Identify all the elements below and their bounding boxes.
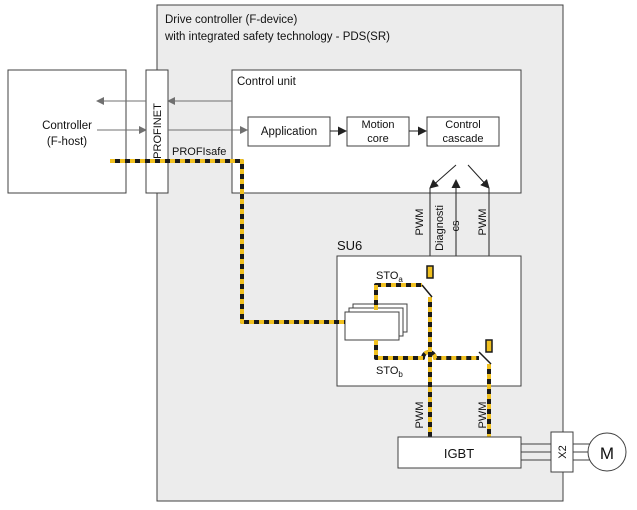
motion-core-label-line2: core xyxy=(367,133,388,145)
safety-path-sto-a-dash xyxy=(374,283,422,310)
controller-box xyxy=(7,69,127,194)
motor-symbol xyxy=(587,432,627,472)
igbt-box xyxy=(397,436,522,469)
application-box xyxy=(247,116,331,147)
igbt-label: IGBT xyxy=(444,446,474,461)
control-cascade-label-line1: Control xyxy=(445,119,480,131)
sto-b-label: STOb xyxy=(376,365,403,379)
sto-a-contact xyxy=(426,265,434,279)
motion-core-box xyxy=(346,116,410,147)
control-unit-title: Control unit xyxy=(237,76,297,88)
drive-title-line2: with integrated safety technology - PDS(… xyxy=(164,31,390,43)
controller-label-line1: Controller xyxy=(42,120,92,132)
pwm-b-label: PWM xyxy=(477,209,489,236)
safety-path-controller-to-su6-dash xyxy=(110,159,345,324)
motion-core-label-line1: Motion xyxy=(361,119,394,131)
motor-label: M xyxy=(600,444,614,463)
pwm-c-label: PWM xyxy=(414,402,426,429)
x2-label: X2 xyxy=(557,445,569,458)
pwm-d-label: PWM xyxy=(477,402,489,429)
sto-a-switch xyxy=(421,284,433,298)
safety-logic-block-front xyxy=(344,311,400,341)
diagnostics-label-line2: cs xyxy=(450,220,462,232)
su6-title: SU6 xyxy=(337,238,362,253)
sto-a-subscript: a xyxy=(398,275,403,284)
safety-path-group xyxy=(110,159,491,437)
sto-a-base: STO xyxy=(376,270,399,282)
control-cascade-label-line2: cascade xyxy=(443,133,484,145)
sto-a-label: STOa xyxy=(376,270,403,284)
control-cascade-box xyxy=(426,116,500,147)
diagnostics-label-line1: Diagnosti xyxy=(434,205,446,251)
profinet-label: PROFINET xyxy=(152,103,164,159)
pwm-a-label: PWM xyxy=(414,209,426,236)
profisafe-label: PROFIsafe xyxy=(172,146,226,158)
application-label: Application xyxy=(261,126,317,138)
arrow-cascade-to-pwm-b xyxy=(467,164,490,189)
sto-b-subscript: b xyxy=(398,370,403,379)
controller-label-line2: (F-host) xyxy=(47,136,87,148)
sto-b-base: STO xyxy=(376,365,399,377)
sto-b-contact xyxy=(485,339,493,353)
drive-title-line1: Drive controller (F-device) xyxy=(165,14,297,26)
arrow-cascade-to-pwm-a xyxy=(429,164,457,189)
x2-connector xyxy=(550,431,574,473)
sto-b-switch xyxy=(478,351,492,365)
